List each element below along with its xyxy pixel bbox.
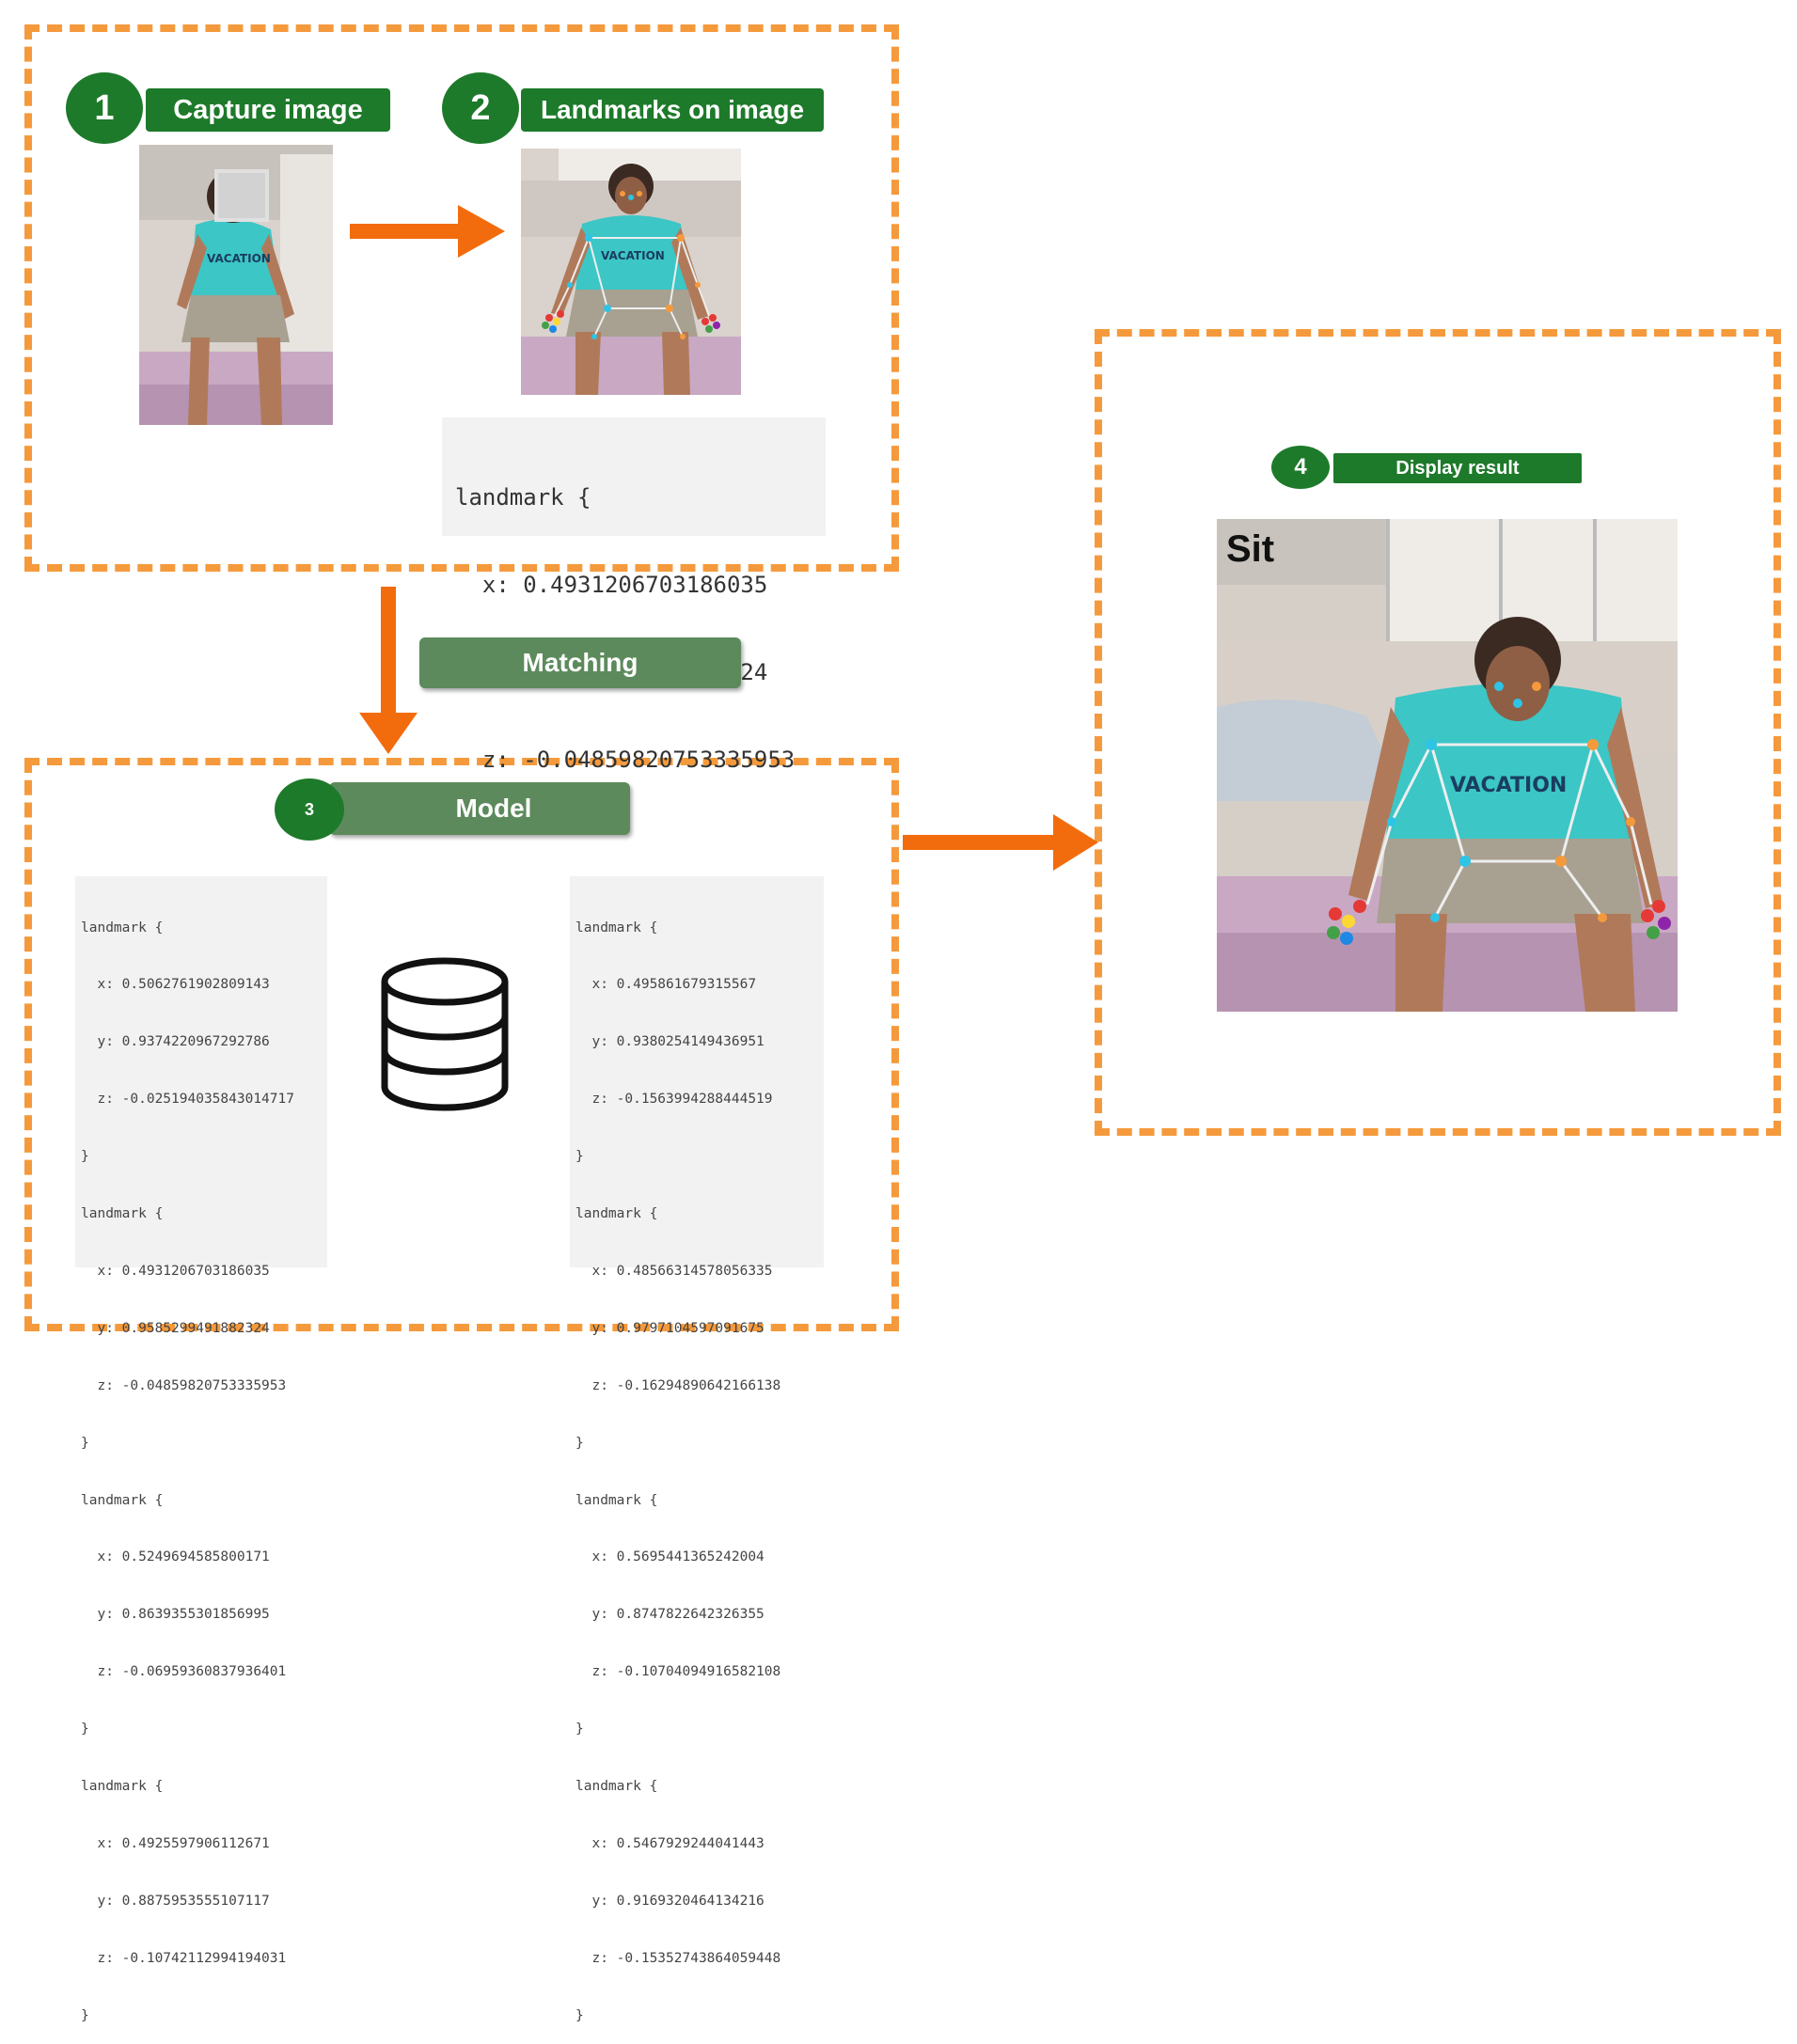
code-line: z: -0.04859820753335953 <box>455 747 796 773</box>
code-line: y: 0.9585299491882324 <box>81 1320 270 1336</box>
matching-label: Matching <box>419 637 741 688</box>
code-line: y: 0.9374220967292786 <box>81 1034 270 1050</box>
step-3-badge: 3 <box>275 778 344 841</box>
step-1-badge: 1 <box>66 72 143 144</box>
code-line: landmark { <box>575 1206 658 1222</box>
code-line: x: 0.5062761902809143 <box>81 977 270 993</box>
landmark-photo: VACATION <box>521 149 741 395</box>
code-line: x: 0.4931206703186035 <box>81 1263 270 1279</box>
code-line: z: -0.04859820753335953 <box>81 1377 287 1393</box>
capture-landmark-frame <box>24 24 899 572</box>
code-line: landmark { <box>81 1206 164 1222</box>
code-line: x: 0.495861679315567 <box>575 977 757 993</box>
code-line: z: -0.10742112994194031 <box>81 1950 287 1966</box>
sample-landmark-code: landmark { x: 0.4931206703186035 y: 0.95… <box>442 417 826 773</box>
code-line: z: -0.06959360837936401 <box>81 1664 287 1680</box>
code-line: } <box>575 1435 584 1451</box>
capture-image-label: Capture image <box>146 88 390 132</box>
code-line: } <box>575 1722 584 1737</box>
code-line: } <box>81 2007 89 2023</box>
svg-text:VACATION: VACATION <box>1450 774 1567 797</box>
code-line: landmark { <box>455 484 591 511</box>
code-line: y: 0.9797104597091675 <box>575 1320 765 1336</box>
database-icon <box>381 957 509 1111</box>
code-line: landmark { <box>81 920 164 936</box>
code-line: z: -0.1563994288444519 <box>575 1092 773 1108</box>
step-4-badge: 4 <box>1271 446 1330 489</box>
code-line: landmark { <box>81 1492 164 1508</box>
code-line: x: 0.48566314578056335 <box>575 1263 773 1279</box>
arrow-right-top <box>350 205 505 258</box>
code-line: } <box>81 1435 89 1451</box>
arrow-down <box>359 587 418 754</box>
code-line: z: -0.025194035843014717 <box>81 1092 294 1108</box>
step-2-badge: 2 <box>442 72 519 144</box>
code-line: y: 0.9169320464134216 <box>575 1893 765 1909</box>
code-line: landmark { <box>575 920 658 936</box>
code-line: y: 0.9380254149436951 <box>575 1034 765 1050</box>
model-landmarks-left: landmark { x: 0.5062761902809143 y: 0.93… <box>75 876 327 2023</box>
code-line: x: 0.4931206703186035 <box>455 572 768 598</box>
code-line: } <box>575 2007 584 2023</box>
display-result-label: Display result <box>1333 453 1582 483</box>
code-line: z: -0.16294890642166138 <box>575 1377 781 1393</box>
code-line: x: 0.5695441365242004 <box>575 1549 765 1565</box>
landmarks-on-image-label: Landmarks on image <box>521 88 824 132</box>
code-line: landmark { <box>575 1492 658 1508</box>
code-line: y: 0.8747822642326355 <box>575 1607 765 1623</box>
svg-text:VACATION: VACATION <box>601 249 665 262</box>
result-pose-label: Sit <box>1226 528 1275 570</box>
code-line: x: 0.5249694585800171 <box>81 1549 270 1565</box>
svg-text:VACATION: VACATION <box>207 252 271 265</box>
model-label: Model <box>329 782 630 835</box>
code-line: landmark { <box>81 1778 164 1794</box>
code-line: x: 0.4925597906112671 <box>81 1835 270 1851</box>
arrow-right-bottom <box>903 814 1098 871</box>
code-line: } <box>575 1149 584 1165</box>
code-line: y: 0.8639355301856995 <box>81 1607 270 1623</box>
code-line: z: -0.15352743864059448 <box>575 1950 781 1966</box>
code-line: } <box>81 1722 89 1737</box>
code-line: z: -0.10704094916582108 <box>575 1664 781 1680</box>
code-line: y: 0.8875953555107117 <box>81 1893 270 1909</box>
captured-photo: VACATION <box>139 145 333 425</box>
model-landmarks-right: landmark { x: 0.495861679315567 y: 0.938… <box>570 876 824 2023</box>
code-line: } <box>81 1149 89 1165</box>
code-line: landmark { <box>575 1778 658 1794</box>
code-line: x: 0.5467929244041443 <box>575 1835 765 1851</box>
model-frame <box>24 758 899 1331</box>
display-result-frame <box>1095 329 1781 1136</box>
result-photo: VACATION <box>1217 519 1678 1012</box>
